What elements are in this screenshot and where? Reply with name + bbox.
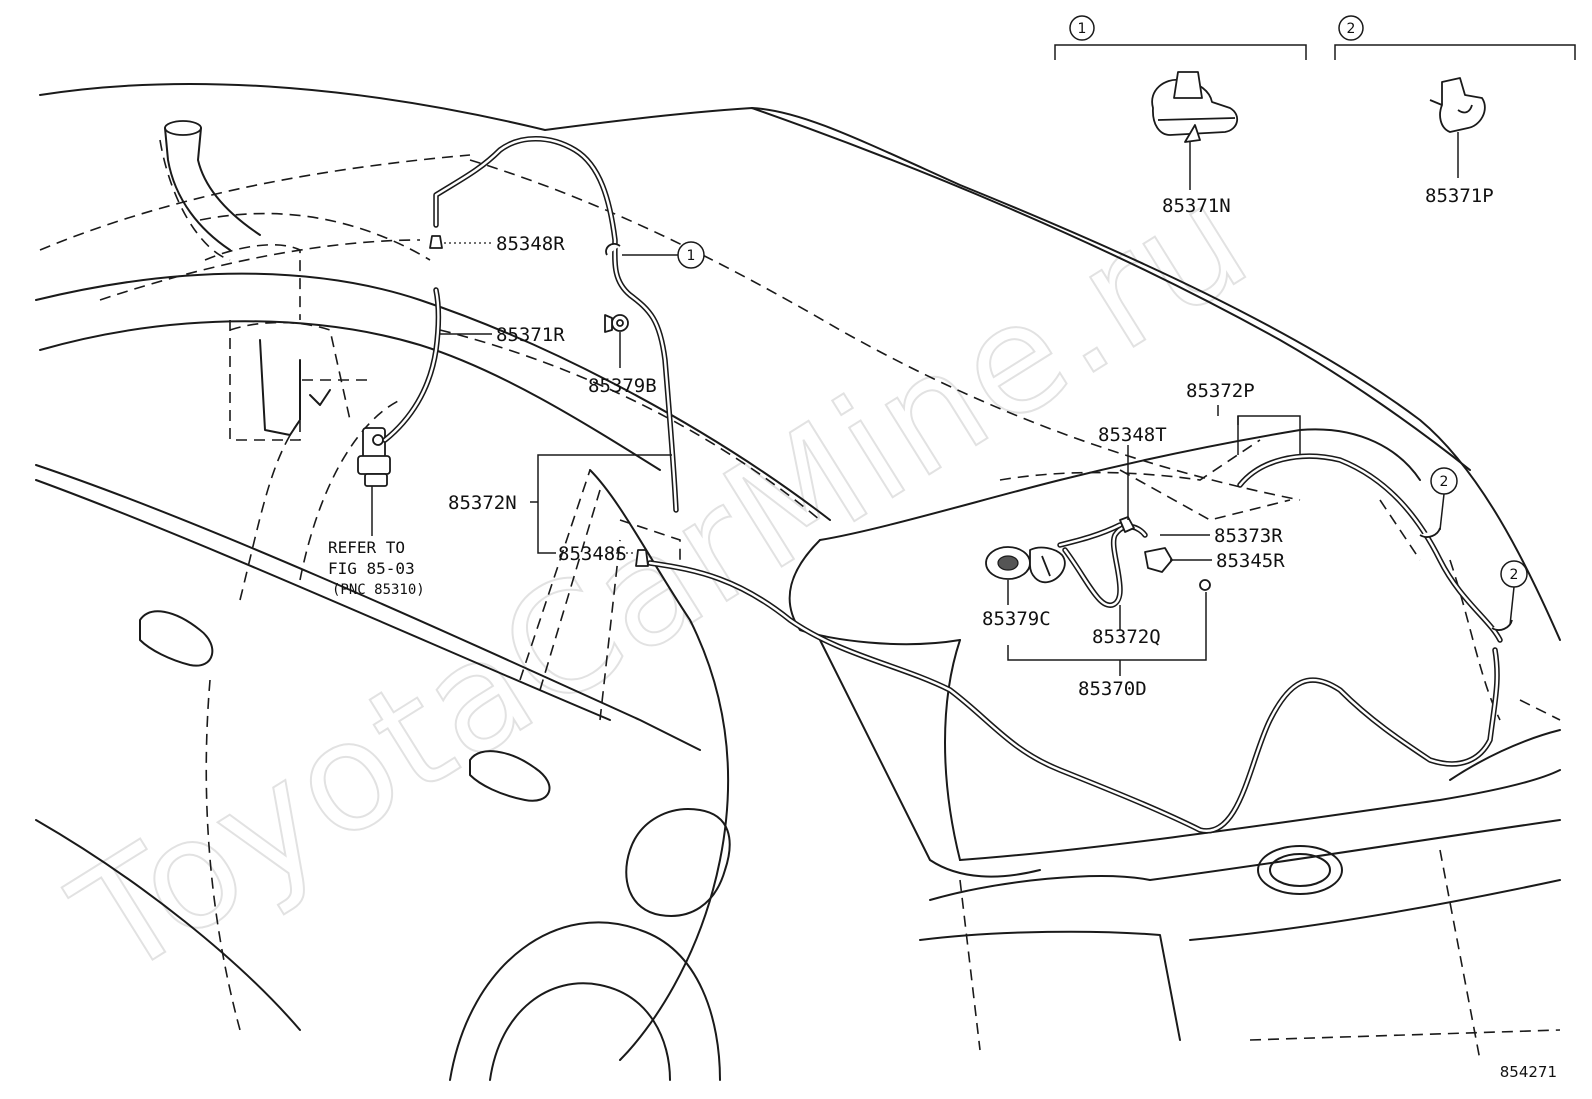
part-label-85370D: 85370D (1078, 678, 1147, 700)
detail-marker-2-text: 2 (1347, 21, 1356, 37)
washer-tank (164, 120, 331, 436)
small-parts (429, 235, 1211, 591)
callout-1 (677, 241, 705, 269)
detail-marker-1-text: 1 (1078, 21, 1087, 37)
callout-2a-text: 2 (1440, 474, 1449, 490)
refer-note: REFER TO FIG 85-03 (PNC 85310) (328, 538, 425, 598)
part-label-85345R: 85345R (1216, 550, 1285, 572)
part-label-85379C: 85379C (982, 608, 1051, 630)
hose-clamps (605, 243, 1513, 631)
detail-marker-1 (1069, 15, 1095, 41)
callout-2b-text: 2 (1510, 567, 1519, 583)
part-label-85373R: 85373R (1214, 525, 1283, 547)
hidden-lines (39, 139, 1561, 1061)
vehicle-body-outline (35, 82, 1561, 1081)
callout-2b (1500, 560, 1528, 588)
part-label-85348S: 85348S (558, 543, 627, 565)
refer-note-line-1: REFER TO (328, 538, 405, 557)
figure-number: 854271 (1500, 1063, 1557, 1081)
washer-pump (357, 427, 391, 487)
part-label-85348T: 85348T (1098, 424, 1167, 446)
part-label-85379B: 85379B (588, 375, 657, 397)
washer-hoses (382, 136, 1503, 834)
callout-1-text: 1 (687, 248, 696, 264)
part-label-85371N: 85371N (1162, 195, 1231, 217)
callout-2a (1430, 467, 1458, 495)
part-labels: 85348R 85371R 85379B 85372N 85348S 85372… (448, 233, 1285, 700)
part-label-85372P: 85372P (1186, 380, 1255, 402)
part-label-85371P: 85371P (1425, 185, 1494, 207)
part-label-85371R: 85371R (496, 324, 565, 346)
refer-note-line-3: (PNC 85310) (332, 582, 425, 598)
part-label-85348R: 85348R (496, 233, 565, 255)
detail-bracket-1: 1 85371N (1054, 15, 1307, 217)
part-label-85372N: 85372N (448, 492, 517, 514)
watermark-text: ToyotaCarMine.ru (46, 152, 1277, 1011)
refer-note-line-2: FIG 85-03 (328, 559, 415, 578)
part-label-85372Q: 85372Q (1092, 626, 1161, 648)
leader-lines (371, 242, 1301, 676)
detail-marker-2 (1338, 15, 1364, 41)
detail-bracket-2: 2 85371P (1334, 15, 1576, 207)
hose-callouts: 1 2 2 (622, 241, 1528, 626)
